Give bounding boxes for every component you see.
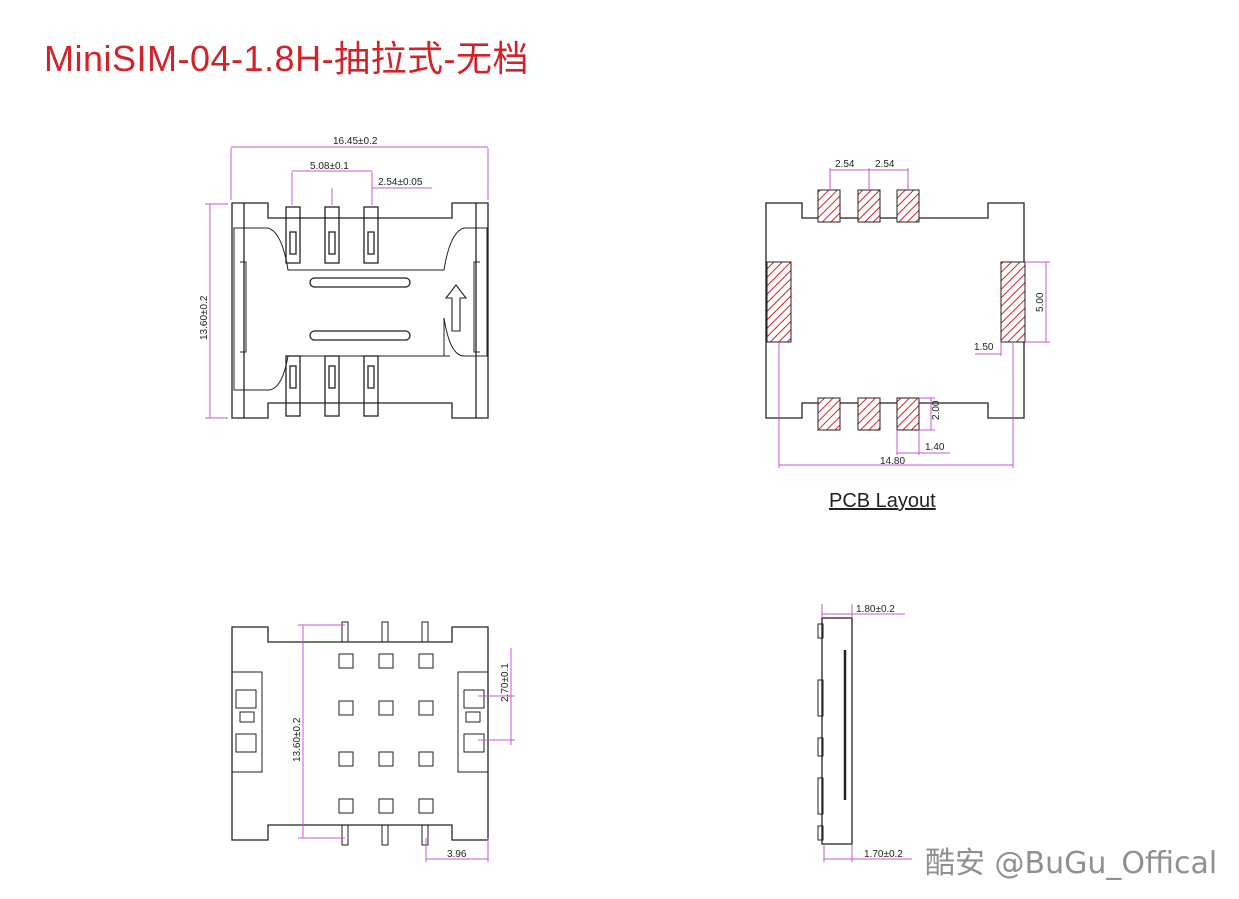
bottom-contacts xyxy=(285,355,379,417)
pcb-outline xyxy=(765,202,1025,419)
top-width-dim: 16.45±0.2 xyxy=(333,136,378,147)
top-pitch2-dim: 2.54±0.05 xyxy=(378,177,423,188)
top-view-dimensions xyxy=(205,146,489,419)
pcb-overall-w: 14.80 xyxy=(880,456,905,467)
pcb-dimensions xyxy=(778,168,1050,468)
top-view xyxy=(231,202,489,419)
pcb-pitch-b: 2.54 xyxy=(875,159,895,170)
bottom-height-dim: 13.60±0.2 xyxy=(292,717,303,762)
top-view-outline xyxy=(231,202,489,419)
bottom-view-outline xyxy=(231,626,489,841)
side-view xyxy=(817,617,853,845)
pcb-layout-label: PCB Layout xyxy=(829,490,936,512)
direction-arrow-icon xyxy=(444,284,468,332)
pcb-pad-h: 2.00 xyxy=(931,400,942,420)
bottom-contact-grid xyxy=(338,653,434,814)
bottom-view xyxy=(231,621,489,846)
pcb-side-pad-h: 5.00 xyxy=(1035,292,1046,312)
slot-top xyxy=(309,277,411,288)
bottom-offset-dim: 3.96 xyxy=(447,849,467,860)
bottom-spacing-dim: 2.70±0.1 xyxy=(500,663,511,702)
side-view-outline xyxy=(821,617,853,845)
top-contacts xyxy=(285,206,379,264)
pcb-pads xyxy=(766,189,1026,431)
side-thickness-bottom: 1.70±0.2 xyxy=(864,849,903,860)
pcb-layout-view xyxy=(765,202,1025,419)
side-view-dimensions xyxy=(821,604,912,862)
pcb-side-pad-w: 1.50 xyxy=(974,342,994,353)
slider-outline xyxy=(233,227,488,391)
drawing-title: MiniSIM-04-1.8H-抽拉式-无档 xyxy=(44,38,530,79)
top-height-dim: 13.60±0.2 xyxy=(199,295,210,340)
pcb-pitch-a: 2.54 xyxy=(835,159,855,170)
slot-bottom xyxy=(309,330,411,341)
side-thickness-top: 1.80±0.2 xyxy=(856,604,895,615)
bottom-view-dimensions xyxy=(298,624,515,862)
top-pitch-dim: 5.08±0.1 xyxy=(310,161,349,172)
pcb-pad-w: 1.40 xyxy=(925,442,945,453)
watermark: 酷安 @BuGu_Offical xyxy=(925,846,1218,881)
